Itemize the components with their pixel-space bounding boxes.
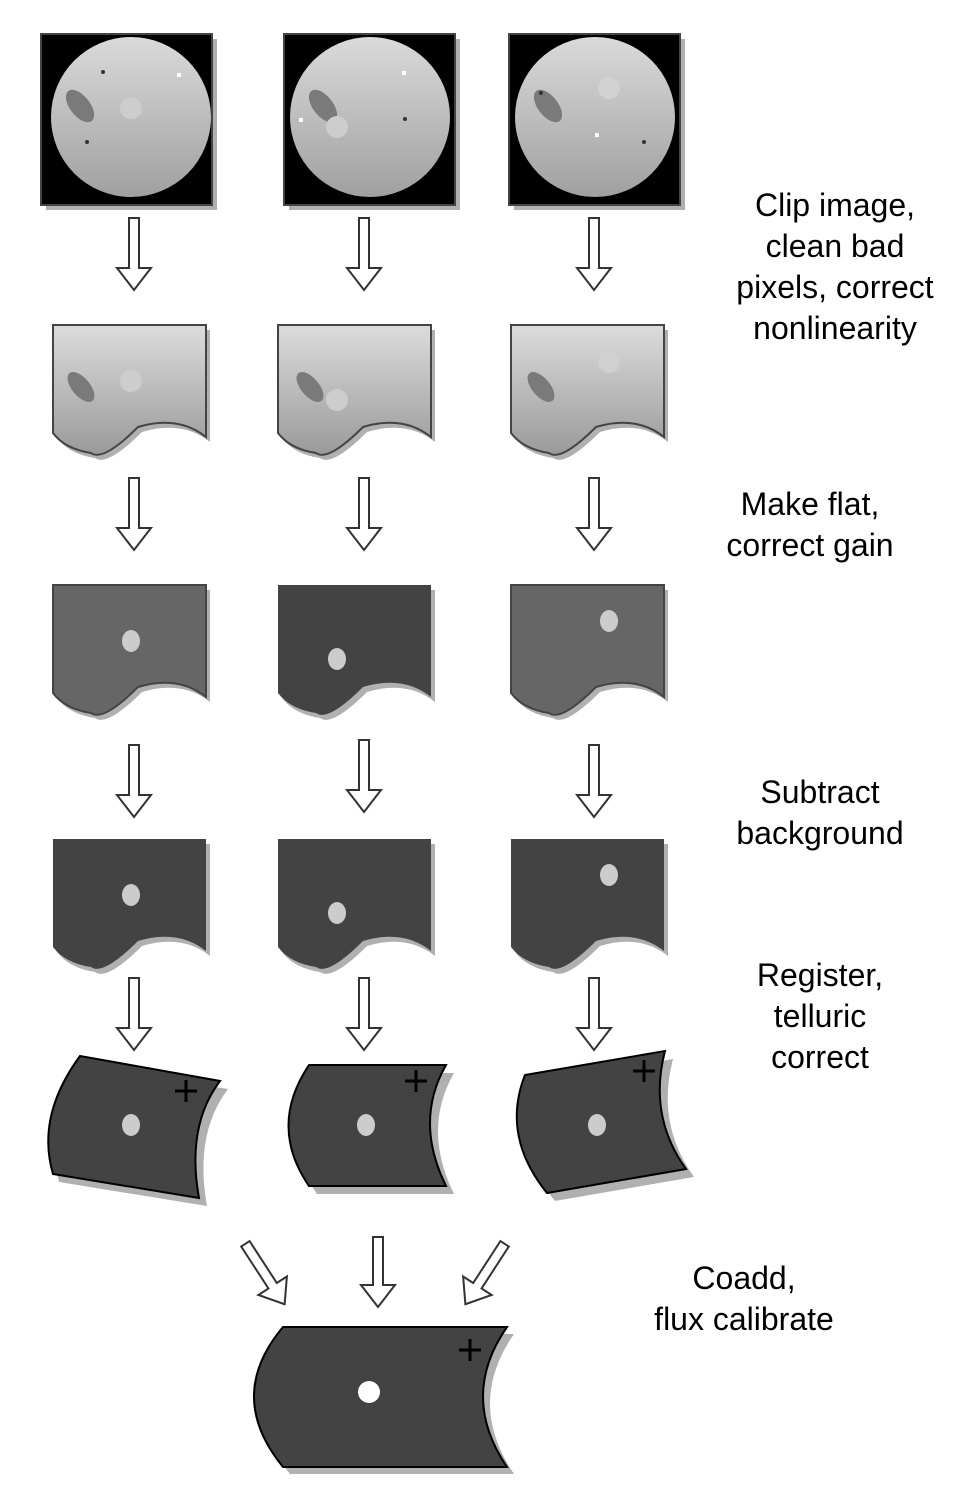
flat-fielded-frame-3 bbox=[510, 584, 668, 720]
background-subtracted-frame-1 bbox=[53, 839, 210, 974]
down-arrow-icon bbox=[344, 977, 384, 1052]
down-arrow-icon bbox=[114, 477, 154, 552]
coadded-source bbox=[358, 1381, 380, 1403]
hot-pixel bbox=[177, 73, 181, 77]
dead-pixel bbox=[539, 91, 543, 95]
raw-frame-1 bbox=[40, 33, 217, 210]
down-arrow-icon bbox=[574, 744, 614, 819]
down-arrow-icon bbox=[574, 217, 614, 292]
dust-ellipse bbox=[527, 372, 555, 402]
step-label-line: Register, bbox=[757, 957, 883, 993]
step-label-bkg: Subtract background bbox=[736, 774, 903, 851]
step-label-register: Register, telluric correct bbox=[757, 957, 883, 1075]
detector-disc bbox=[290, 37, 450, 197]
background-subtracted-frame-3 bbox=[511, 839, 668, 974]
source-blob bbox=[598, 77, 620, 99]
background-subtracted-frame-2 bbox=[278, 839, 435, 974]
dead-pixel bbox=[642, 140, 646, 144]
converging-arrow-right-icon bbox=[461, 1239, 511, 1306]
step-label-clip: Clip image, clean bad pixels, correct nonli… bbox=[736, 187, 934, 346]
source-blob bbox=[120, 370, 142, 392]
down-arrow-icon bbox=[114, 977, 154, 1052]
dust-ellipse bbox=[296, 372, 324, 402]
clipped-frame-3 bbox=[510, 324, 668, 460]
step-label-line: telluric bbox=[774, 998, 866, 1034]
clipped-frame-2 bbox=[277, 324, 435, 460]
coadded-frame bbox=[253, 1326, 514, 1474]
down-arrow-icon bbox=[574, 477, 614, 552]
step-label-line: flux calibrate bbox=[654, 1301, 834, 1337]
down-arrow-icon bbox=[114, 744, 154, 819]
raw-frame-2 bbox=[283, 33, 460, 210]
step-label-line: background bbox=[736, 815, 903, 851]
dust-ellipse bbox=[65, 89, 95, 123]
source-blob bbox=[326, 389, 348, 411]
down-arrow-icon bbox=[344, 739, 384, 814]
reference-cross-icon bbox=[459, 1339, 481, 1361]
source-blob bbox=[600, 610, 618, 632]
step-label-line: nonlinearity bbox=[753, 310, 917, 346]
reference-cross-icon bbox=[175, 1080, 197, 1102]
dead-pixel bbox=[101, 70, 105, 74]
source-blob bbox=[328, 648, 346, 670]
hot-pixel bbox=[299, 118, 303, 122]
dust-ellipse bbox=[67, 372, 95, 402]
reference-cross-icon bbox=[405, 1070, 427, 1092]
dust-ellipse bbox=[533, 89, 563, 123]
step-label-line: Clip image, bbox=[755, 187, 915, 223]
step-label-line: Coadd, bbox=[692, 1260, 795, 1296]
source-blob bbox=[120, 97, 142, 119]
detector-disc bbox=[515, 37, 675, 197]
step-label-flat: Make flat, correct gain bbox=[726, 486, 893, 563]
converging-arrow-center-icon bbox=[358, 1236, 398, 1309]
dust-ellipse bbox=[308, 89, 338, 123]
dead-pixel bbox=[403, 117, 407, 121]
dead-pixel bbox=[85, 140, 89, 144]
down-arrow-icon bbox=[344, 217, 384, 292]
hot-pixel bbox=[595, 133, 599, 137]
source-blob bbox=[122, 884, 140, 906]
step-label-line: Subtract bbox=[760, 774, 879, 810]
registered-frame-2 bbox=[287, 1064, 454, 1194]
source-blob bbox=[122, 1114, 140, 1136]
hot-pixel bbox=[402, 71, 406, 75]
reference-cross-icon bbox=[633, 1060, 655, 1082]
converging-arrow-left-icon bbox=[239, 1239, 289, 1306]
flat-fielded-frame-1 bbox=[52, 584, 210, 720]
step-label-line: Make flat, bbox=[741, 486, 880, 522]
source-blob bbox=[122, 630, 140, 652]
step-label-coadd: Coadd, flux calibrate bbox=[654, 1260, 834, 1337]
registered-frame-3 bbox=[515, 1049, 694, 1201]
registered-frame-1 bbox=[47, 1054, 229, 1206]
down-arrow-icon bbox=[574, 977, 614, 1052]
step-label-line: clean bad bbox=[766, 228, 905, 264]
down-arrow-icon bbox=[344, 477, 384, 552]
clipped-frame-1 bbox=[52, 324, 210, 460]
raw-frame-3 bbox=[508, 33, 685, 210]
source-blob bbox=[328, 902, 346, 924]
source-blob bbox=[588, 1114, 606, 1136]
step-label-line: correct bbox=[771, 1039, 869, 1075]
step-label-line: pixels, correct bbox=[736, 269, 934, 305]
flat-fielded-frame-2 bbox=[278, 585, 435, 720]
source-blob bbox=[600, 864, 618, 886]
source-blob bbox=[326, 116, 348, 138]
step-label-line: correct gain bbox=[726, 527, 893, 563]
down-arrow-icon bbox=[114, 217, 154, 292]
source-blob bbox=[357, 1114, 375, 1136]
source-blob bbox=[598, 351, 620, 373]
